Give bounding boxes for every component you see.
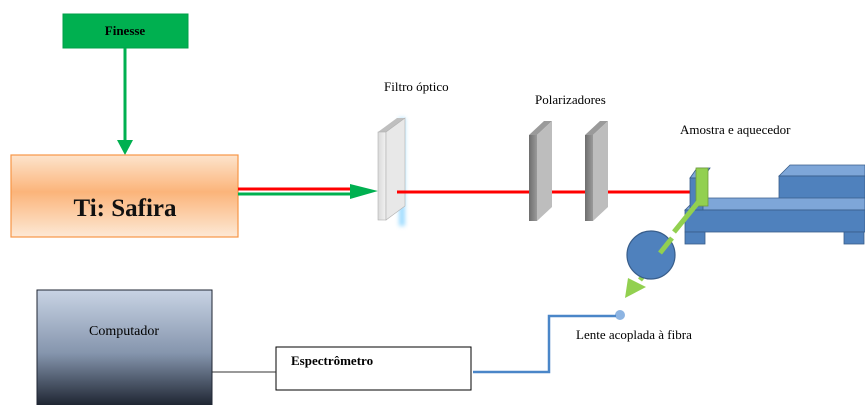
finesse-box xyxy=(62,13,189,49)
sample-heater-stage xyxy=(684,164,865,245)
polarizer-2 xyxy=(585,121,608,221)
ti-safira-label: Ti: Safira xyxy=(73,195,177,222)
pump-arrow-vertical xyxy=(117,48,133,155)
fiber-lens-label: Lente acoplada à fibra xyxy=(576,327,692,342)
sample-heater-label: Amostra e aquecedor xyxy=(680,122,791,137)
finesse-label: Finesse xyxy=(105,23,146,38)
spectrometer-label: Espectrômetro xyxy=(291,353,373,368)
spectrometer-box xyxy=(275,346,472,391)
fiber-coupling-point xyxy=(615,310,625,320)
polarizer-1 xyxy=(529,121,552,221)
scattered-light-through-lens xyxy=(658,236,674,255)
polarizers-label: Polarizadores xyxy=(535,92,606,107)
collecting-lens xyxy=(626,230,676,280)
laser-output-beams xyxy=(238,184,378,199)
optical-filter-label: Filtro óptico xyxy=(384,79,449,94)
computer-box xyxy=(36,289,213,405)
optical-filter xyxy=(377,117,406,226)
computer-label: Computador xyxy=(89,324,159,339)
optical-fiber xyxy=(473,314,616,374)
ti-safira-laser-box xyxy=(10,154,239,238)
